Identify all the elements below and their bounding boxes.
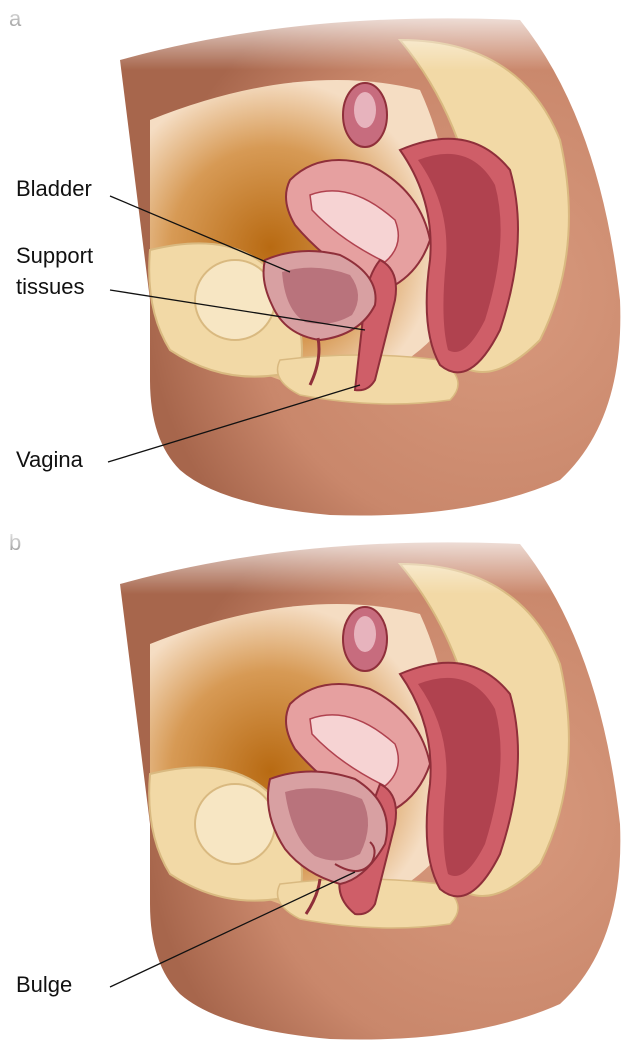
label-bladder: Bladder — [16, 176, 92, 201]
label-bulge: Bulge — [16, 972, 72, 997]
label-support: Support — [16, 243, 93, 268]
label-vagina: Vagina — [16, 447, 83, 472]
panel-b: b — [0, 524, 628, 1048]
label-tissues: tissues — [16, 274, 84, 299]
panel-a: a — [0, 0, 628, 524]
anatomy-illustration-a — [0, 0, 628, 524]
pubic-symphysis — [195, 784, 275, 864]
anatomy-illustration-b — [0, 524, 628, 1048]
